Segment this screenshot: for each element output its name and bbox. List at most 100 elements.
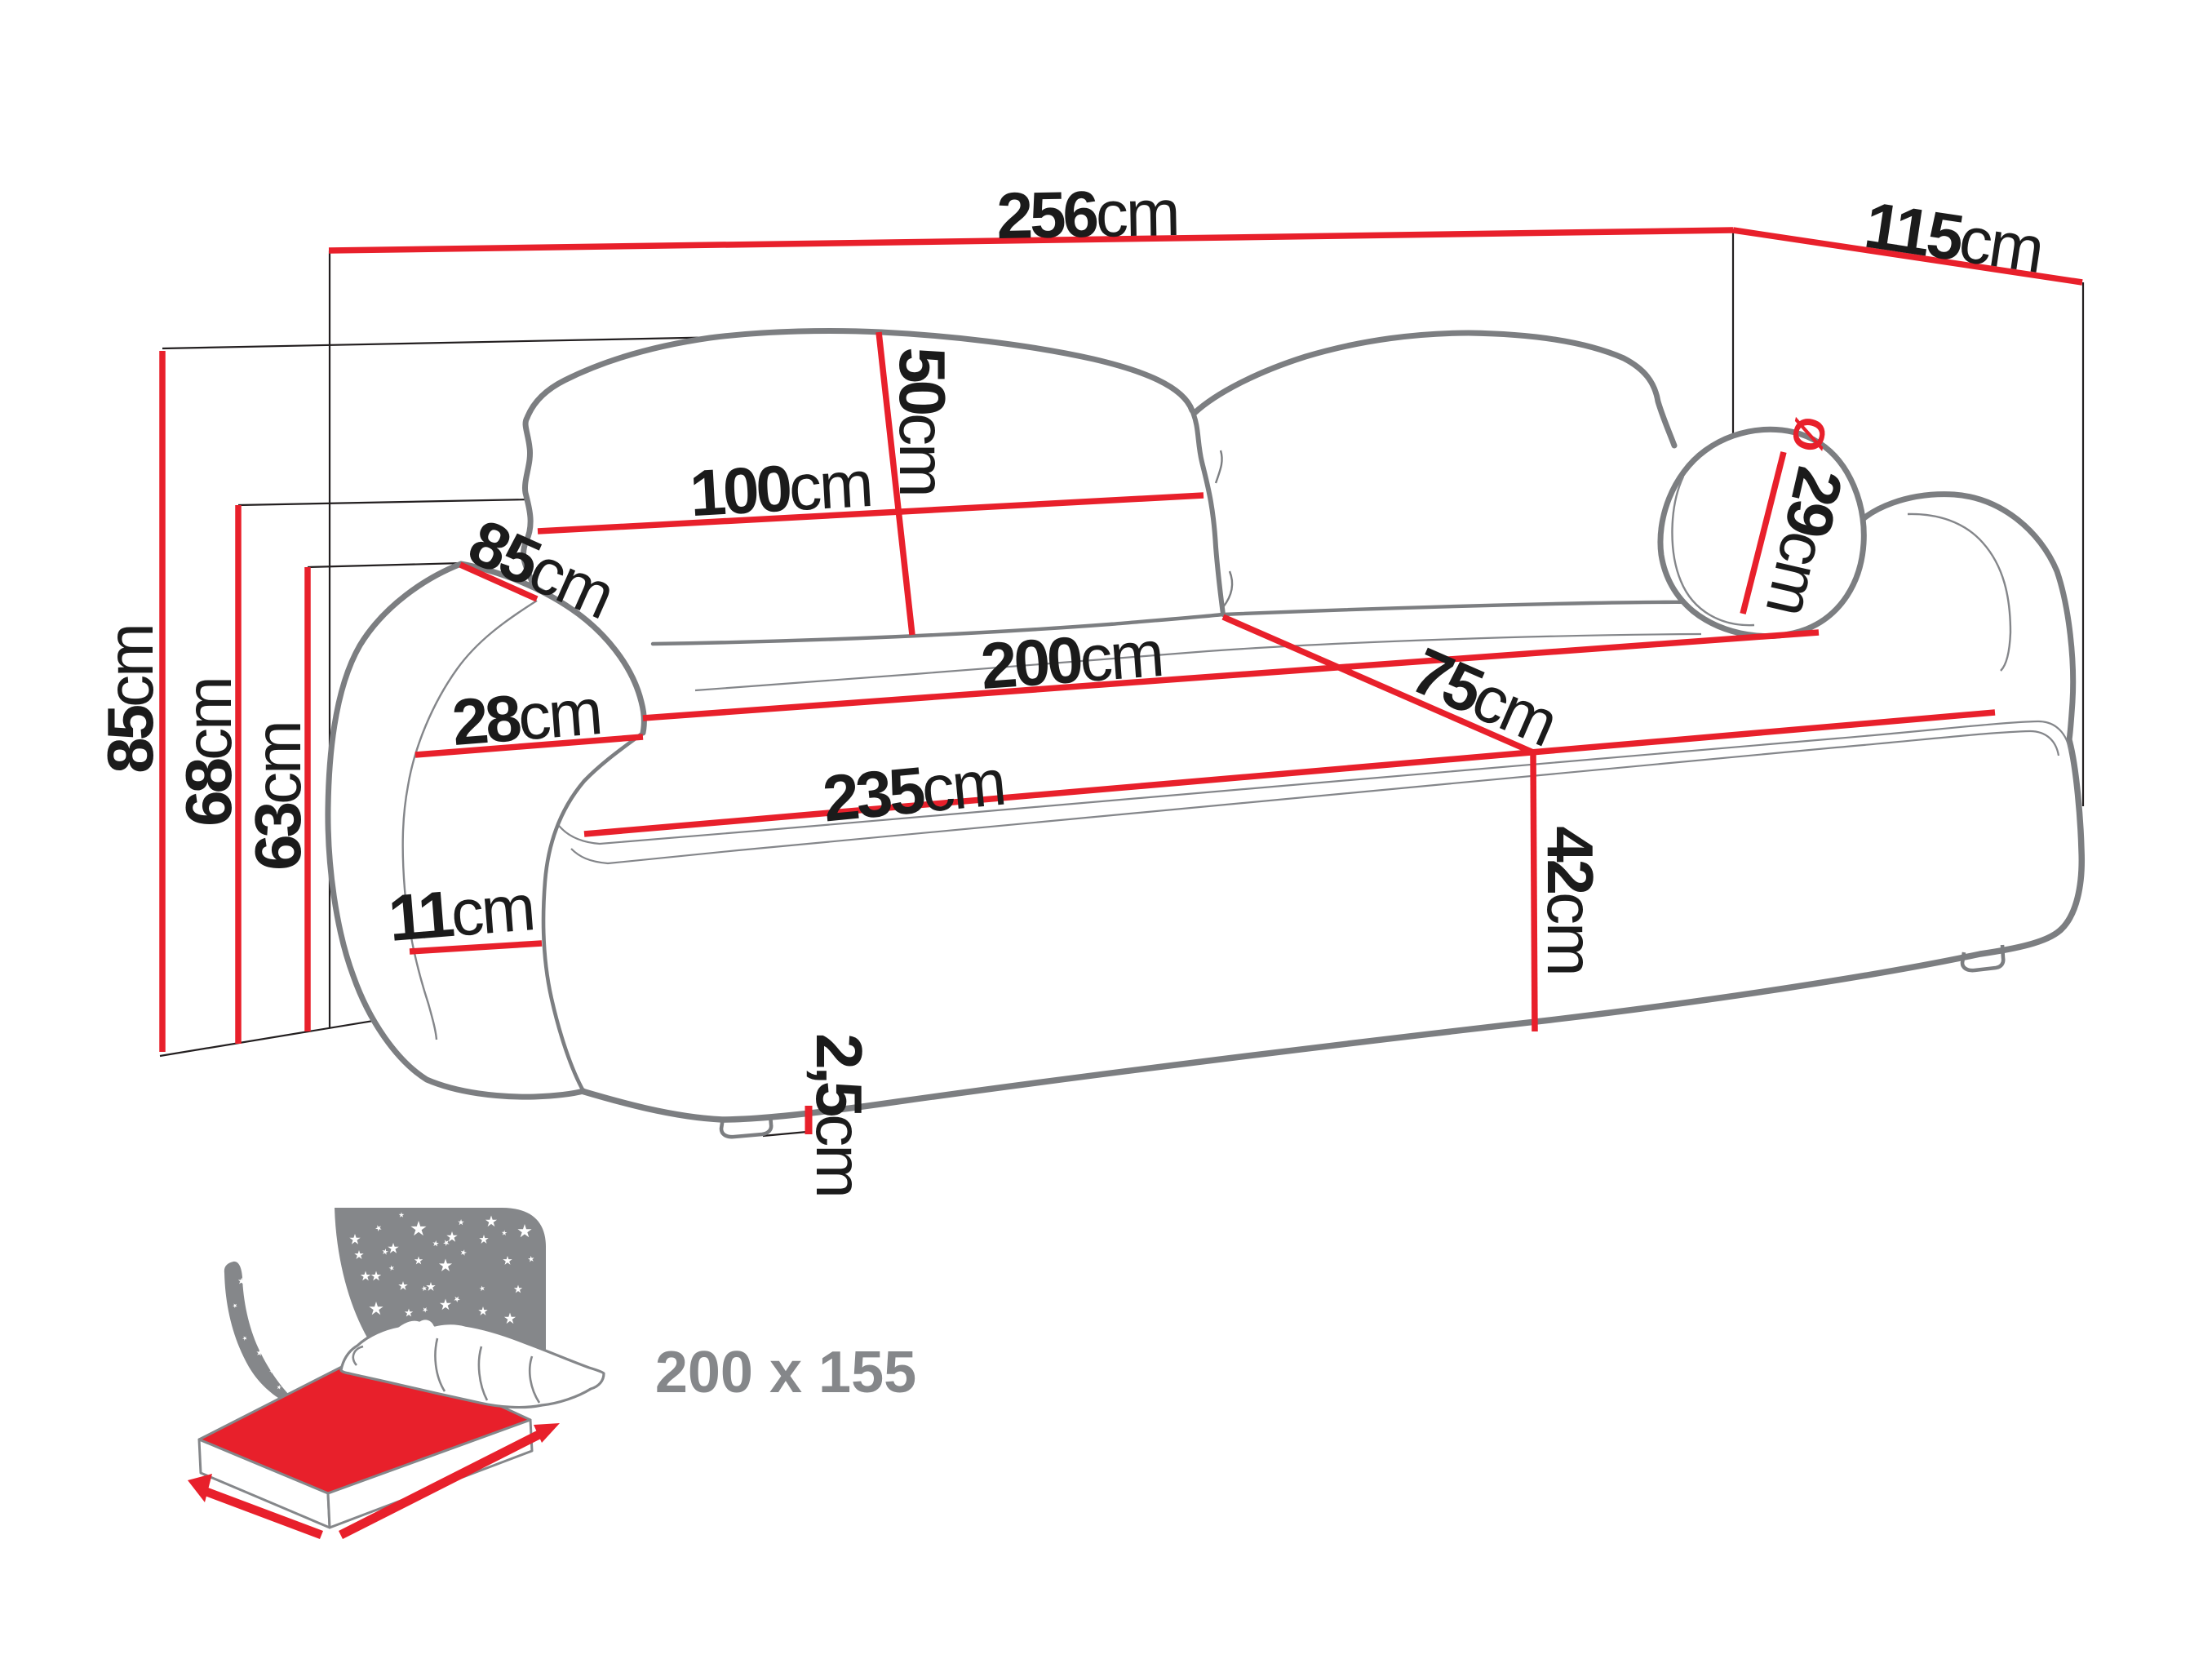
star-icon: [277, 1385, 281, 1390]
sofa-cushion-split-crease: [1190, 408, 1226, 617]
label-back-cushion-height: 50cm: [886, 347, 959, 495]
dimension-unit: cm: [516, 675, 603, 754]
sleeping-size-label: 200 x 155: [655, 1340, 916, 1405]
star-icon: [438, 1258, 453, 1271]
sofa-base-fill: [543, 705, 2082, 1120]
sofa-back-cushion-right-outline: [1191, 330, 1678, 449]
star-icon: [233, 1303, 237, 1308]
duvet-fold2: [477, 1346, 489, 1401]
dim-line-armrest-width: [414, 734, 644, 758]
star-icon: [360, 1271, 371, 1281]
dimension-value: 50: [886, 347, 959, 414]
star-icon: [439, 1298, 452, 1311]
dim-line-back-cushion-height: [875, 331, 915, 636]
star-icon: [306, 1258, 314, 1265]
star-icon: [388, 1243, 399, 1253]
dimension-unit: cm: [242, 722, 314, 805]
night-crescent: [224, 1261, 291, 1401]
label-base-length: 235cm: [820, 746, 1008, 836]
star-icon: [398, 1281, 408, 1290]
sofa-armrest-left-outline: [325, 561, 647, 1100]
arrow-right-head: [534, 1423, 560, 1443]
arrow-right-line: [339, 1431, 541, 1539]
star-icon: [479, 1235, 489, 1244]
star-icon: [370, 1271, 382, 1281]
star-icon: [369, 1302, 383, 1315]
dimension-unit: cm: [918, 746, 1007, 826]
star-icon: [443, 1240, 450, 1246]
sofa-back-cushion-left-outline: [521, 327, 1195, 652]
star-icon: [503, 1312, 516, 1324]
dimension-value: 200: [978, 623, 1084, 703]
dim-line-back-cushion-width: [537, 492, 1204, 535]
construction-line-63: [307, 561, 463, 569]
sofa-armrest-right-inner-line: [1907, 512, 2012, 672]
star-icon: [446, 1231, 458, 1242]
dimension-unit: cm: [886, 413, 959, 495]
star-icon: [432, 1240, 439, 1247]
star-icon: [478, 1306, 488, 1315]
dim-line-seat-height: [1530, 752, 1538, 1032]
size-arrows: [188, 1423, 560, 1539]
sofa-bolster-outline: [1657, 426, 1867, 639]
star-icon: [242, 1336, 247, 1341]
star-icon: [513, 1284, 523, 1293]
dimension-unit: cm: [1955, 202, 2047, 286]
dimension-lines: [159, 227, 2083, 1134]
star-icon: [422, 1307, 428, 1313]
dimension-value: 100: [688, 451, 792, 530]
dimension-value: 42: [1534, 826, 1607, 893]
dim-line-total-depth: [1732, 227, 2083, 286]
star-icon: [398, 1212, 405, 1218]
star-icon: [375, 1225, 382, 1231]
dim-line-armrest-top-depth: [459, 561, 539, 602]
sofa-base-bottom-outline: [578, 737, 2086, 1123]
star-icon: [349, 1234, 361, 1244]
sofa-armrest-left-inner-line: [401, 599, 538, 1040]
sofa-seat-back-line: [650, 600, 1731, 646]
star-icon: [517, 1224, 532, 1238]
star-icon: [410, 1221, 427, 1236]
star-icon: [388, 1265, 394, 1271]
construction-lines: [159, 229, 2085, 1138]
dimension-unit: cm: [1534, 892, 1607, 974]
duvet-fold1: [434, 1337, 446, 1392]
dimension-unit: cm: [1753, 526, 1842, 622]
label-armrest-width: 28cm: [450, 675, 603, 759]
dimension-value: 63: [242, 803, 314, 870]
mattress-side-right: [326, 1418, 534, 1529]
star-icon: [414, 1256, 423, 1265]
sofa-drawing: [325, 327, 2086, 1139]
star-icon: [503, 1256, 512, 1265]
arrow-left-line: [205, 1488, 323, 1539]
star-icon: [501, 1230, 508, 1235]
sofa-back-cushion-right-fill: [1195, 333, 1707, 614]
label-total-depth: 115cm: [1860, 189, 2046, 286]
dimension-value: 115: [1860, 189, 1967, 275]
dim-line-bolster-diameter: [1740, 451, 1787, 614]
label-seat-width: 200cm: [978, 617, 1164, 703]
star-icon: [382, 1249, 388, 1255]
dimension-value: 2,5: [803, 1033, 875, 1116]
star-icon: [479, 1285, 485, 1292]
star-icon: [454, 1296, 460, 1302]
star-icon: [460, 1249, 467, 1256]
dimension-unit: cm: [1077, 617, 1164, 695]
dim-line-seat-depth: [1221, 614, 1535, 756]
star-icon: [528, 1256, 534, 1262]
label-leg-height: 2,5cm: [803, 1033, 875, 1196]
star-icon: [485, 1215, 498, 1227]
label-armrest-height: 63cm: [242, 722, 314, 871]
star-icon: [322, 1313, 327, 1318]
label-total-height: 85cm: [94, 625, 166, 774]
duvet-fold3: [529, 1355, 541, 1404]
stars: [233, 1212, 534, 1390]
dimension-value: 11: [386, 877, 456, 955]
sleeping-function-icon: 200 x 155: [188, 1208, 916, 1539]
arrow-left-head: [188, 1474, 212, 1502]
dimension-value: 68: [172, 758, 245, 826]
dimension-unit: cm: [172, 678, 245, 761]
construction-line-68: [237, 498, 531, 507]
